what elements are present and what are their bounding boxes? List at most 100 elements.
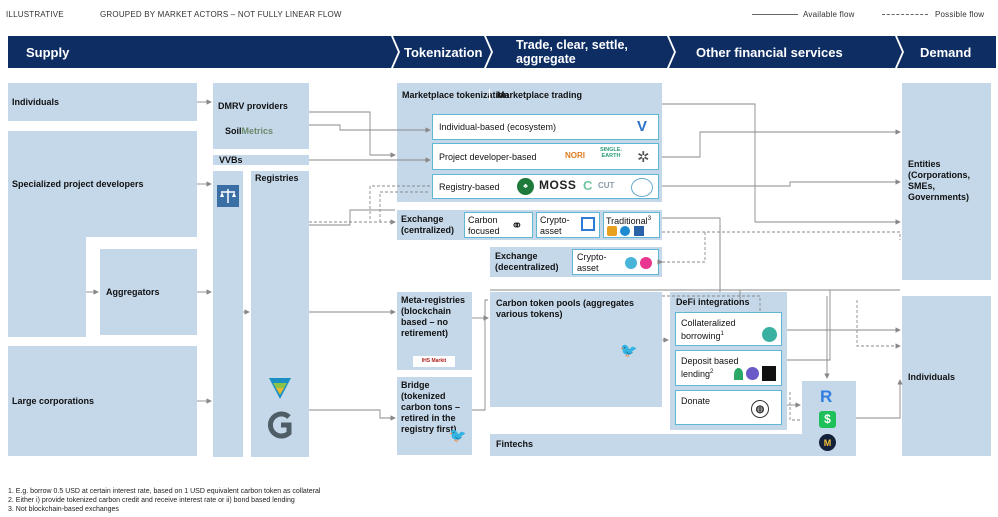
vvbs-column [213,171,243,457]
supply-individuals-label: Individuals [12,97,60,107]
soilmetrics-soil: Soil [225,126,242,136]
deposit-text: Deposit based lending [681,356,739,379]
subtitle: GROUPED BY MARKET ACTORS – NOT FULLY LIN… [100,10,342,19]
nori-logo: NORI [565,151,585,160]
exchange-carbon-focused: Carbon focused ⚭ [464,212,533,238]
fintechs-label: Fintechs [496,439,534,449]
demand-individuals-label: Individuals [908,372,956,382]
bridge: Bridge (tokenized carbon tons – retired … [397,377,472,455]
fintech-logos: R $ M [802,381,856,456]
registries-title: Registries [255,173,299,183]
traditional-text: Traditional [606,216,648,226]
dex-crypto-label: Crypto-asset [577,252,607,273]
defi-donate: Donate ◍ [675,390,782,425]
header-other: Other financial services [696,44,843,60]
trad-logo-3-icon [634,226,644,236]
carbon-focused-label: Carbon focused [468,215,500,236]
carbon-token-pools: Carbon token pools (aggregates various t… [490,292,662,407]
footnote-3: 3. Not blockchain-based exchanges [8,506,119,513]
lending-logo-1-icon [734,368,743,380]
collateralized-label: Collateralized borrowing1 [681,318,751,342]
traditional-label: Traditional3 [606,214,651,227]
trad-logo-2-icon [620,226,630,236]
illustrative-tag: ILLUSTRATIVE [6,10,64,19]
collateralized-text: Collateralized borrowing [681,318,736,341]
supply-aggregators: Aggregators [100,249,197,335]
header-trade: Trade, clear, settle, aggregate [516,38,628,66]
dex-logo-1-icon [625,257,637,269]
soilmetrics-metrics: Metrics [241,126,274,136]
mkt-individual-based: Individual-based (ecosystem) V [432,114,659,140]
ihs-markit-logo: IHS Markit [413,356,455,367]
registries: Registries [251,171,309,457]
fintech-m-logo-icon: M [819,434,836,451]
mkt-registry-based: Registry-based ♣ MOSS C CUT [432,174,659,199]
legend-available-line [752,14,798,15]
dmrv-providers: DMRV providers SoilMetrics [213,83,309,149]
exchange-centralized-label: Exchange (centralized) [401,214,455,235]
marketplace-tokenization-label: Marketplace tokenization [402,90,510,100]
mkt-project-developer: Project developer-based NORI SINGLE. EAR… [432,143,659,170]
crypto-asset-label: Crypto-asset [540,215,570,236]
defi-title: DeFi integrations [676,297,750,307]
single-earth-logo: SINGLE. EARTH [599,147,622,159]
cut-logo: CUT [598,181,615,190]
soilmetrics-logo: SoilMetrics [225,126,273,137]
demand-individuals: Individuals [902,296,991,456]
supply-specialized-lower [8,237,86,337]
traditional-sup: 3 [647,216,652,222]
mkt-individual-label: Individual-based (ecosystem) [439,122,557,132]
fintech-cash-logo-icon: $ [819,411,836,428]
defi-collateralized: Collateralized borrowing1 [675,312,782,346]
demand-entities-label: Entities (Corporations, SMEs, Government… [908,159,970,202]
defi-deposit-lending: Deposit based lending2 [675,350,782,386]
collateral-logo-icon [762,327,777,342]
lending-logo-2-icon [746,367,759,380]
cut-c-logo-icon: C [583,178,593,193]
lending-logo-3-icon [762,366,776,381]
legend-possible: Possible flow [935,10,985,19]
supply-specialized-label: Specialized project developers [12,179,144,189]
terrapass-logo-icon [631,178,653,197]
dex-logo-2-icon [640,257,652,269]
moss-logo: MOSS [539,178,577,192]
supply-large-label: Large corporations [12,396,95,406]
gold-standard-logo-icon [267,411,293,441]
legend-available: Available flow [803,10,855,19]
mkt-registry-label: Registry-based [439,182,500,192]
header-tokenization: Tokenization [404,44,483,60]
header-supply: Supply [26,44,70,60]
toucan-leaf-logo-icon: ♣ [517,178,534,195]
vvbs-bar: VVBs [213,155,309,165]
mkt-project-label: Project developer-based [439,152,537,162]
exchange-crypto-asset: Crypto-asset [536,212,600,238]
carbon-token-pools-label: Carbon token pools (aggregates various t… [496,298,635,319]
demand-entities: Entities (Corporations, SMEs, Government… [902,83,991,280]
legend-possible-line [882,14,928,15]
toucan-bird-icon: 🐦 [449,427,467,443]
donate-label: Donate [681,396,711,406]
supply-large: Large corporations [8,346,197,456]
fintechs: Fintechs [490,434,856,456]
exchange-traditional: Traditional3 [603,212,660,238]
fintech-r-logo-icon: R [820,387,833,406]
dmrv-title: DMRV providers [218,101,288,111]
marketplace-trading-label: Marketplace trading [497,90,583,100]
supply-individuals: Individuals [8,83,197,121]
supply-specialized: Specialized project developers [8,131,197,237]
header-demand: Demand [920,44,972,60]
verra-logo-icon [267,375,293,403]
deposit-sup: 2 [710,369,714,375]
crypto-exchange-logo-icon [581,217,595,231]
footnote-1: 1. E.g. borrow 0.5 USD at certain intere… [8,488,321,495]
dex-crypto-asset: Crypto-asset [572,249,659,275]
marketplace-divider [489,89,490,101]
vvb-scale-icon [217,185,239,207]
toucan-pool-icon: 🐦 [620,342,638,358]
supply-aggregators-label: Aggregators [106,287,160,297]
donate-globe-icon: ◍ [751,400,769,418]
bridge-label: Bridge (tokenized carbon tons – retired … [401,380,461,434]
carbon-exchange-logo-icon: ⚭ [511,217,523,233]
vvbs-title: VVBs [219,155,243,165]
collateralized-sup: 1 [720,331,724,337]
